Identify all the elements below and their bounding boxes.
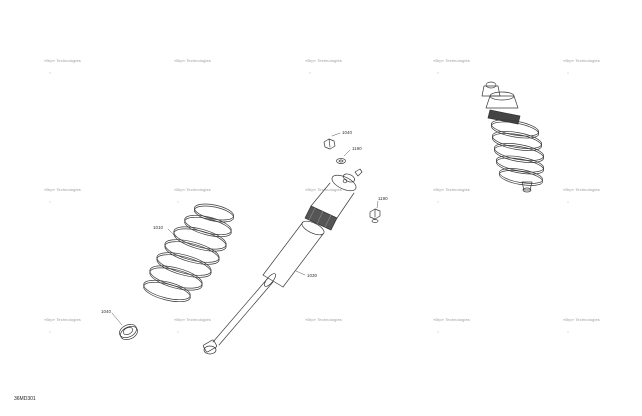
shock-absorber-drawing xyxy=(203,168,363,355)
callout-spring-retainer: 1040 xyxy=(101,309,112,314)
watermark: «Brp» Technologies xyxy=(174,58,211,63)
watermark: «Brp» Technologies xyxy=(563,58,600,63)
callout-washer: 1190 xyxy=(352,146,362,151)
coil-spring-drawing xyxy=(143,203,234,303)
callout-coil-spring: 1010 xyxy=(153,225,164,230)
callout-shock-absorber: 1030 xyxy=(307,273,318,278)
callout-lower-bolt: 1190 xyxy=(378,196,388,201)
watermark: «Brp» Technologies xyxy=(174,187,211,192)
watermark: «Brp» Technologies xyxy=(44,317,81,322)
watermark: «Brp» Technologies xyxy=(433,187,470,192)
watermark: «Brp» Technologies xyxy=(563,317,600,322)
callout-upper-nut: 1040 xyxy=(342,130,353,135)
watermark: «Brp» Technologies xyxy=(174,317,211,322)
watermark: «Brp» Technologies xyxy=(305,317,342,322)
lower-bolt-drawing xyxy=(369,208,381,223)
watermark: «Brp» Technologies xyxy=(305,58,342,63)
watermark: «Brp» Technologies xyxy=(563,187,600,192)
watermark: «Brp» Technologies xyxy=(433,58,470,63)
figure-id: 36MD301 xyxy=(14,396,36,402)
watermark: «Brp» Technologies xyxy=(44,187,81,192)
spring-retainer-drawing xyxy=(119,324,138,340)
watermark: «Brp» Technologies xyxy=(44,58,81,63)
upper-hardware-drawing xyxy=(323,138,346,164)
assembled-shock-drawing xyxy=(481,81,545,193)
watermark: «Brp» Technologies xyxy=(305,187,342,192)
watermark: «Brp» Technologies xyxy=(433,317,470,322)
